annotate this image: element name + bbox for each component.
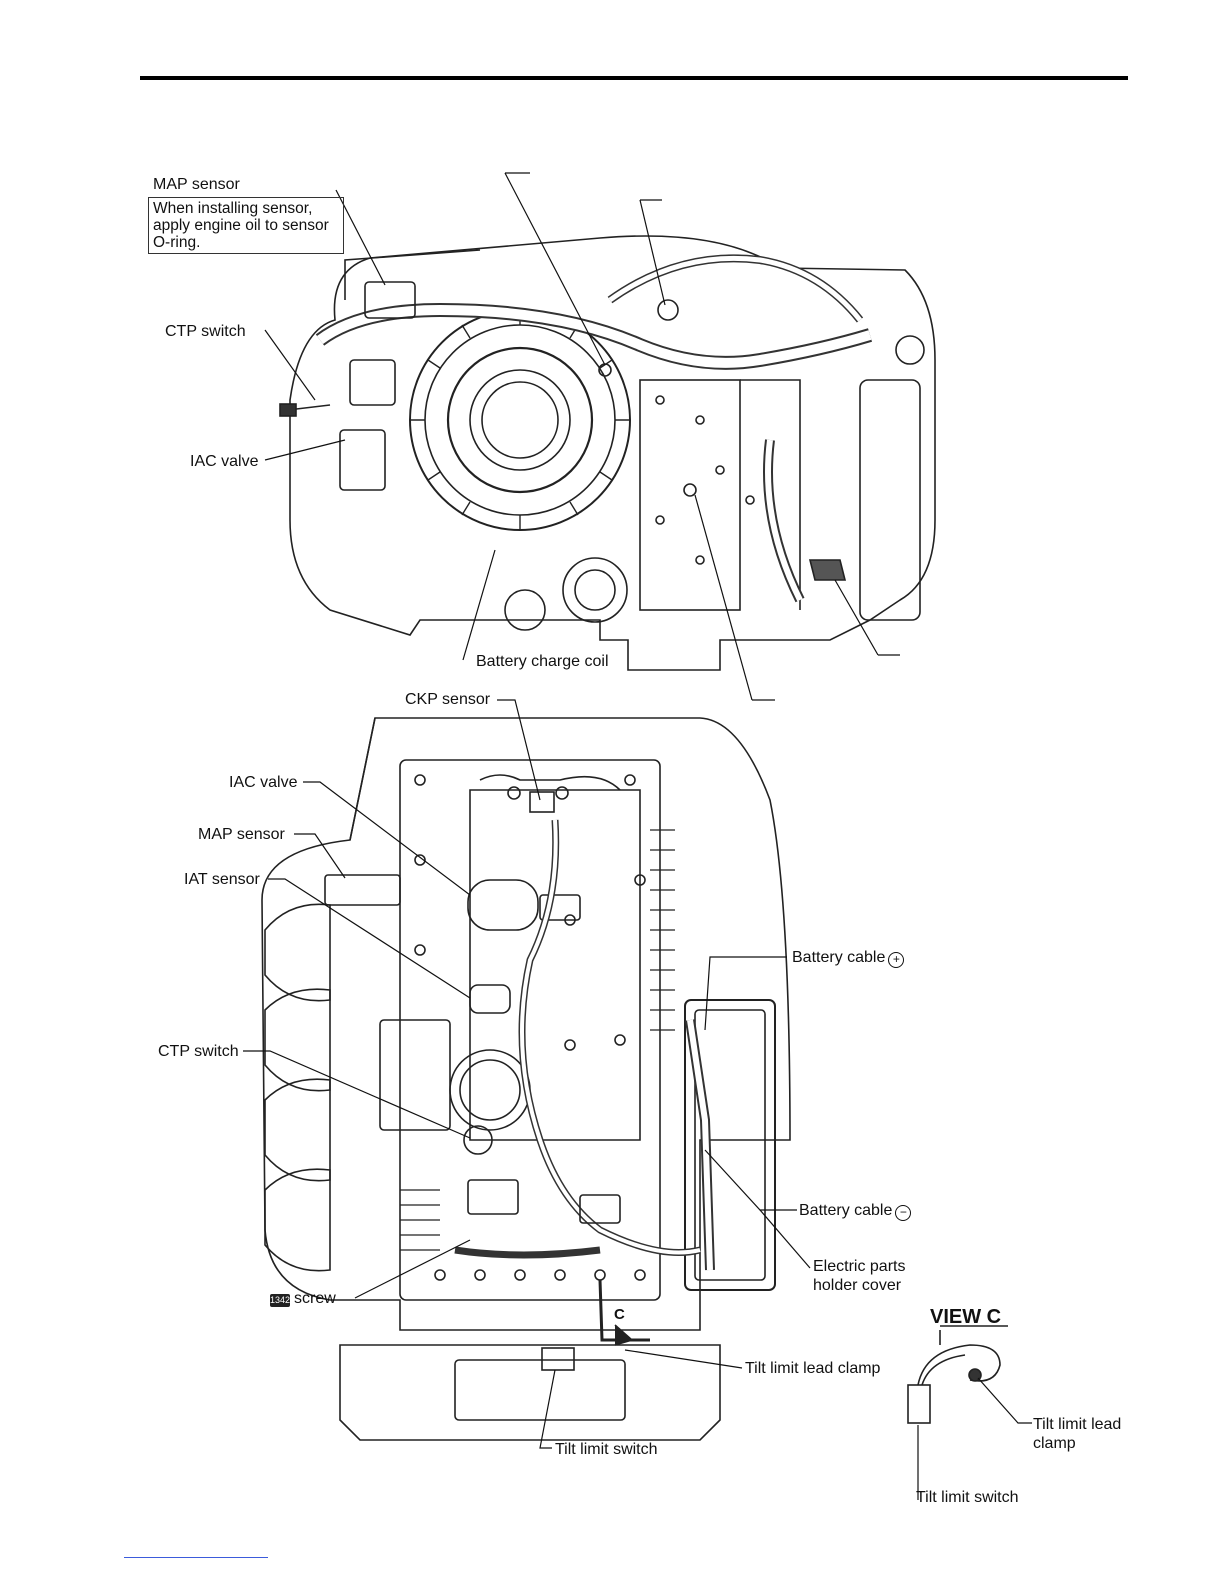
label-battery-cable-minus: Battery cable− xyxy=(799,1201,912,1221)
label-iat-sensor: IAT sensor xyxy=(184,871,260,888)
label-tilt-limit-lead-clamp: Tilt limit lead clamp xyxy=(745,1360,881,1377)
label-map-sensor-bottom: MAP sensor xyxy=(198,826,285,843)
label-tilt-limit-switch: Tilt limit switch xyxy=(555,1441,658,1458)
label-iac-valve-bottom: IAC valve xyxy=(229,774,298,791)
label-battery-charge-coil: Battery charge coil xyxy=(476,653,609,670)
battery-cable-minus-text: Battery cable xyxy=(799,1202,893,1219)
label-battery-cable-plus: Battery cable+ xyxy=(792,948,905,968)
label-ckp-sensor: CKP sensor xyxy=(405,691,491,708)
label-ctp-switch-bottom: CTP switch xyxy=(158,1043,239,1060)
view-c-drawing xyxy=(907,1325,1008,1424)
minus-symbol-icon: − xyxy=(895,1205,912,1221)
label-view-c-tilt-limit-switch: Tilt limit switch xyxy=(916,1489,1019,1506)
label-view-c-tilt-limit-lead-clamp: Tilt limit lead clamp xyxy=(1033,1416,1122,1452)
bottom-engine-drawing xyxy=(261,717,791,1441)
label-iac-valve-top: IAC valve xyxy=(190,453,259,470)
view-c-title: VIEW C xyxy=(930,1306,1002,1328)
map-sensor-note: When installing sensor, apply engine oil… xyxy=(148,197,344,254)
screw-text: screw xyxy=(294,1290,336,1307)
label-map-sensor-top: MAP sensor xyxy=(153,176,240,193)
label-electric-parts-holder-cover: Electric parts holder cover xyxy=(813,1258,906,1294)
plus-symbol-icon: + xyxy=(888,952,905,968)
label-ctp-switch-top: CTP switch xyxy=(165,323,246,340)
header-rule xyxy=(140,76,1128,80)
view-c-marker: C xyxy=(614,1306,625,1323)
footer-rule xyxy=(124,1557,268,1558)
battery-cable-plus-text: Battery cable xyxy=(792,949,886,966)
threadlock-icon: 1342 xyxy=(270,1294,291,1307)
top-engine-drawing xyxy=(279,235,936,671)
